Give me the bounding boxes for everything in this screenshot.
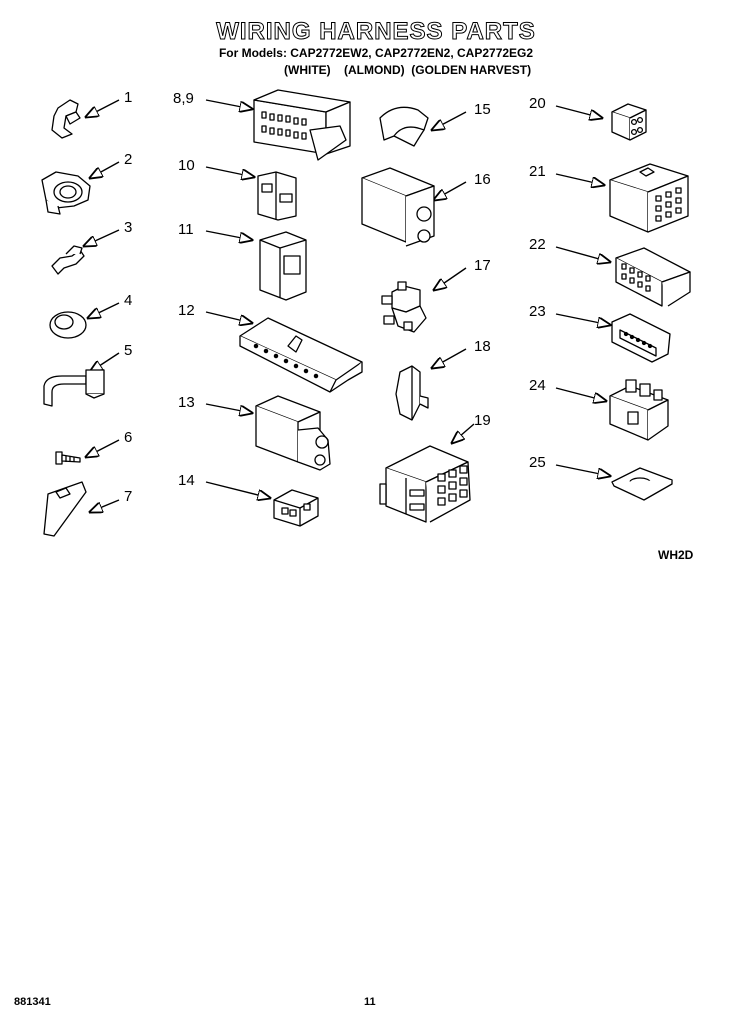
callout-13: 13 <box>178 394 195 411</box>
part-15-sleeve <box>379 106 429 147</box>
callout-18: 18 <box>474 338 491 355</box>
part-1-clip <box>51 99 81 139</box>
callout-2: 2 <box>124 151 133 168</box>
callout-5: 5 <box>124 342 133 359</box>
callout-11: 11 <box>178 221 194 238</box>
page-title: WIRING HARNESS PARTS <box>216 18 536 46</box>
callout-21: 21 <box>529 163 546 180</box>
leader-arrows <box>84 99 610 512</box>
callout-6: 6 <box>124 429 133 446</box>
callout-4: 4 <box>124 292 133 309</box>
part-10-connector <box>257 171 297 221</box>
part-25-plate <box>611 467 673 501</box>
callout-22: 22 <box>529 236 546 253</box>
callout-3: 3 <box>124 219 133 236</box>
page-number: 11 <box>364 996 376 1008</box>
callout-19: 19 <box>474 412 491 429</box>
part-12-terminal-block <box>239 317 363 393</box>
part-4-ring <box>49 311 87 339</box>
part-6-screw <box>55 451 81 465</box>
callout-24: 24 <box>529 377 546 394</box>
callout-16: 16 <box>474 171 491 188</box>
part-14-connector <box>273 489 319 527</box>
diagram-code: WH2D <box>658 548 694 562</box>
part-16-connector <box>361 167 435 247</box>
callout-15: 15 <box>474 101 491 118</box>
callout-7: 7 <box>124 488 133 505</box>
part-8-9-connector <box>253 89 351 161</box>
part-21-connector <box>609 163 689 233</box>
part-23-connector <box>611 313 671 363</box>
part-19-connector <box>379 445 471 523</box>
callout-14: 14 <box>178 472 195 489</box>
part-7-cover <box>43 481 87 537</box>
colors-line: (WHITE) (ALMOND) (GOLDEN HARVEST) <box>284 63 532 77</box>
part-3-wire-clip <box>51 245 85 275</box>
callout-25: 25 <box>529 454 546 471</box>
callout-8-9: 8,9 <box>173 90 194 107</box>
part-20-connector <box>611 103 647 141</box>
doc-number: 881341 <box>14 996 51 1008</box>
part-5-strap-clamp <box>43 369 105 407</box>
callout-10: 10 <box>178 157 195 174</box>
part-11-connector <box>259 231 307 301</box>
part-17-connector <box>381 281 427 333</box>
callout-23: 23 <box>529 303 546 320</box>
part-2-connector <box>41 171 91 215</box>
callout-17: 17 <box>474 257 491 274</box>
part-18-clip <box>395 365 429 421</box>
callout-1: 1 <box>124 89 133 106</box>
callout-20: 20 <box>529 95 546 112</box>
callout-12: 12 <box>178 302 195 319</box>
part-13-connector <box>255 395 331 471</box>
part-22-connector <box>615 247 691 307</box>
part-24-connector <box>609 379 669 441</box>
models-line: For Models: CAP2772EW2, CAP2772EN2, CAP2… <box>218 46 534 60</box>
